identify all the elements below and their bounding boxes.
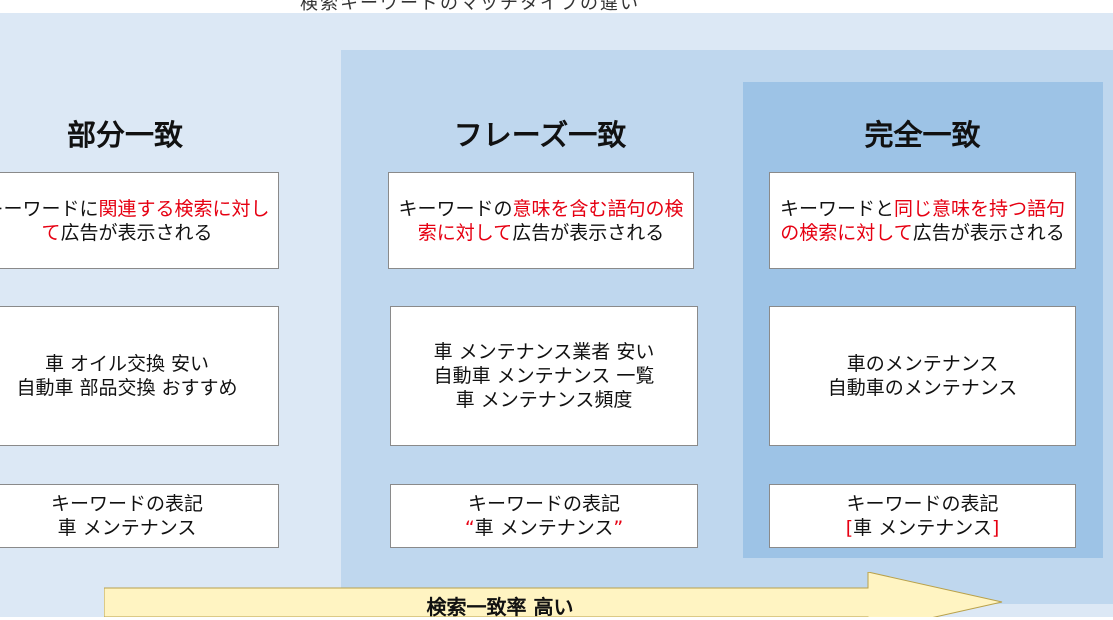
phrase-match-examples: 車 メンテナンス業者 安い 自動車 メンテナンス 一覧 車 メンテナンス頻度 — [390, 306, 698, 446]
example-query: 車 オイル交換 安い — [44, 353, 210, 375]
description-highlight: 関連する検索に対して — [41, 197, 270, 244]
description-text: 広告が表示される — [912, 221, 1065, 244]
notation-value: 車 メンテナンス — [853, 517, 992, 539]
phrase-match-notation: キーワードの表記 “車 メンテナンス” — [390, 484, 698, 548]
notation-value: 車 メンテナンス — [57, 517, 197, 539]
example-query: 自動車 メンテナンス 一覧 — [433, 365, 655, 387]
top-caption: 検索キーワードのマッチタイプの違い — [300, 0, 640, 11]
description-highlight: 同じ意味を持つ語句の検索に対して — [780, 197, 1066, 244]
top-strip: 検索キーワードのマッチタイプの違い — [0, 0, 1113, 13]
notation-open-quote: “ — [464, 517, 475, 539]
example-query: 車 メンテナンス業者 安い — [433, 341, 655, 363]
description-text: 広告が表示される — [512, 221, 665, 244]
broad-match-heading: 部分一致 — [66, 118, 183, 152]
match-rate-arrow — [104, 572, 1003, 617]
description-text: 広告が表示される — [60, 221, 213, 244]
description-text: キーワードと — [779, 197, 894, 220]
example-query: 自動車のメンテナンス — [827, 377, 1018, 399]
phrase-match-heading: フレーズ一致 — [453, 118, 627, 152]
description-text: キーワードの — [398, 197, 513, 220]
exact-match-notation: キーワードの表記 [車 メンテナンス] — [769, 484, 1076, 548]
exact-match-examples: 車のメンテナンス 自動車のメンテナンス — [769, 306, 1076, 446]
broad-match-description: キーワードに関連する検索に対して広告が表示される — [0, 172, 279, 269]
phrase-match-description: キーワードの意味を含む語句の検索に対して広告が表示される — [388, 172, 694, 269]
notation-label: キーワードの表記 — [50, 493, 203, 515]
description-text: キーワードに — [0, 197, 99, 220]
match-rate-label: 検索一致率 高い — [426, 595, 574, 619]
broad-match-examples: 車 オイル交換 安い 自動車 部品交換 おすすめ — [0, 306, 279, 446]
exact-match-heading: 完全一致 — [864, 118, 981, 152]
notation-line: “車 メンテナンス” — [465, 516, 623, 540]
exact-match-description: キーワードと同じ意味を持つ語句の検索に対して広告が表示される — [769, 172, 1076, 269]
notation-label: キーワードの表記 — [846, 493, 999, 515]
notation-line: [車 メンテナンス] — [846, 516, 1000, 540]
example-query: 自動車 部品交換 おすすめ — [16, 377, 238, 399]
notation-open-bracket: [ — [845, 517, 854, 539]
description-highlight: 意味を含む語句の検索に対して — [417, 197, 684, 244]
notation-close-bracket: ] — [991, 517, 1000, 539]
notation-value: 車 メンテナンス — [474, 517, 614, 539]
example-query: 車 メンテナンス頻度 — [455, 389, 633, 411]
notation-close-quote: ” — [613, 517, 624, 539]
notation-label: キーワードの表記 — [467, 493, 620, 515]
example-query: 車のメンテナンス — [846, 353, 999, 375]
broad-match-notation: キーワードの表記 車 メンテナンス — [0, 484, 279, 548]
